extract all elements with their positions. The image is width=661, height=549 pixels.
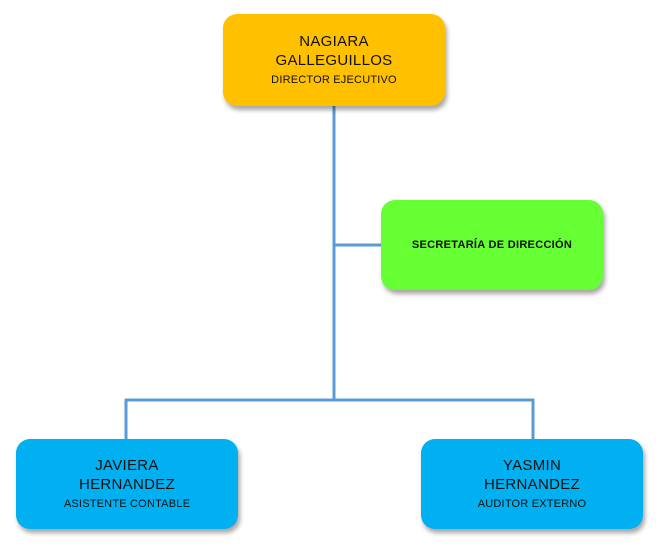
accountant-name-last: HERNANDEZ (78, 476, 176, 493)
auditor-name-first: YASMIN (502, 457, 562, 474)
director-name-last: GALLEGUILLOS (275, 52, 393, 69)
director-role: DIRECTOR EJECUTIVO (271, 74, 397, 86)
director-name-first: NAGIARA (299, 33, 369, 50)
accountant-node: JAVIERA HERNANDEZ ASISTENTE CONTABLE (16, 439, 238, 529)
accountant-role: ASISTENTE CONTABLE (63, 498, 191, 510)
secretary-node: SECRETARÍA DE DIRECCIÓN (381, 200, 603, 290)
secretary-role: SECRETARÍA DE DIRECCIÓN (411, 239, 573, 251)
auditor-role: AUDITOR EXTERNO (477, 498, 587, 510)
auditor-node: YASMIN HERNANDEZ AUDITOR EXTERNO (421, 439, 643, 529)
auditor-name-last: HERNANDEZ (483, 476, 581, 493)
accountant-name-first: JAVIERA (95, 457, 159, 474)
director-node: NAGIARA GALLEGUILLOS DIRECTOR EJECUTIVO (223, 14, 445, 106)
